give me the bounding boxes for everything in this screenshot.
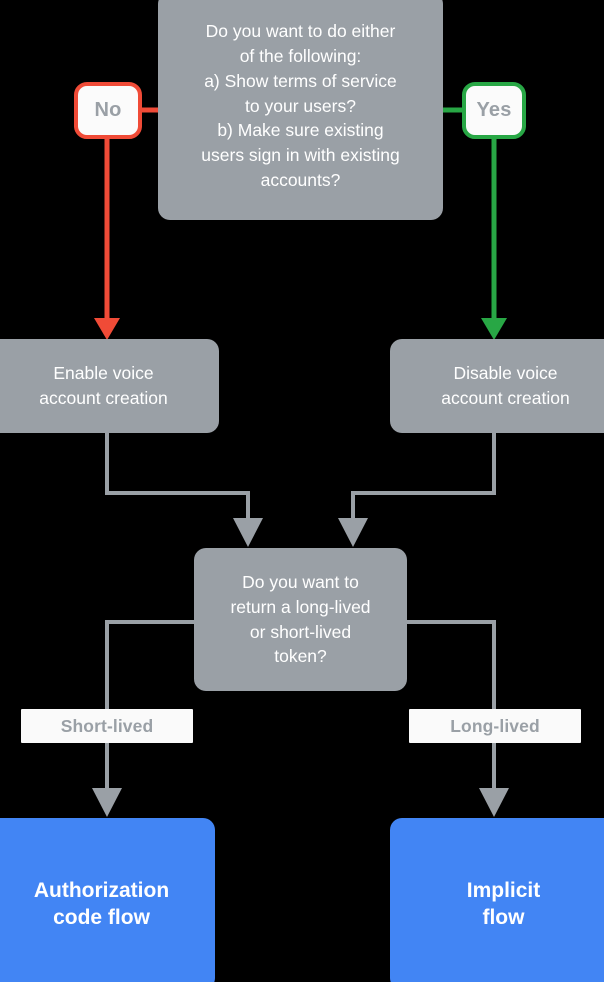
- arrowhead-q2-to-implicit: [479, 788, 509, 817]
- arrowhead-yes-to-disable: [481, 318, 507, 340]
- process-box-disable-voice-account-creation-text: Disable voice account creation: [441, 363, 570, 408]
- edge-enable-to-q2: [105, 433, 250, 520]
- decision-box-question-two-text: Do you want to return a long-lived or sh…: [230, 571, 371, 667]
- terminal-box-implicit-flow[interactable]: Implicit flow: [390, 818, 604, 982]
- edge-badge-yes-label: Yes: [476, 99, 512, 121]
- decision-box-question-two[interactable]: Do you want to return a long-lived or sh…: [194, 548, 407, 691]
- terminal-box-authorization-code-flow-text: Authorization code flow: [33, 878, 170, 929]
- edge-badge-yes[interactable]: Yes: [462, 82, 526, 139]
- arrowhead-no-to-enable: [94, 318, 120, 340]
- decision-box-question-one-text: Do you want to do either of the followin…: [201, 21, 400, 191]
- edge-q2-to-implicit: [407, 620, 496, 790]
- process-box-enable-voice-account-creation-text: Enable voice account creation: [39, 363, 168, 408]
- edge-disable-to-q2: [351, 433, 496, 520]
- edge-q2-to-authorization: [105, 620, 194, 790]
- edge-label-short-lived: Short-lived: [21, 709, 193, 743]
- process-box-enable-voice-account-creation[interactable]: Enable voice account creation: [0, 339, 219, 433]
- edge-badge-no-label: No: [94, 99, 122, 121]
- terminal-box-implicit-flow-text: Implicit flow: [466, 878, 541, 929]
- arrowhead-q2-to-authorization: [92, 788, 122, 817]
- edge-label-short-lived-text: Short-lived: [60, 715, 154, 736]
- arrowhead-disable-to-q2: [338, 518, 368, 547]
- arrowhead-enable-to-q2: [233, 518, 263, 547]
- edge-label-long-lived: Long-lived: [409, 709, 581, 743]
- process-box-disable-voice-account-creation[interactable]: Disable voice account creation: [390, 339, 604, 433]
- decision-box-question-one[interactable]: Do you want to do either of the followin…: [158, 0, 443, 220]
- edge-label-long-lived-text: Long-lived: [450, 715, 540, 736]
- terminal-box-authorization-code-flow[interactable]: Authorization code flow: [0, 818, 215, 982]
- edge-badge-no[interactable]: No: [74, 82, 142, 139]
